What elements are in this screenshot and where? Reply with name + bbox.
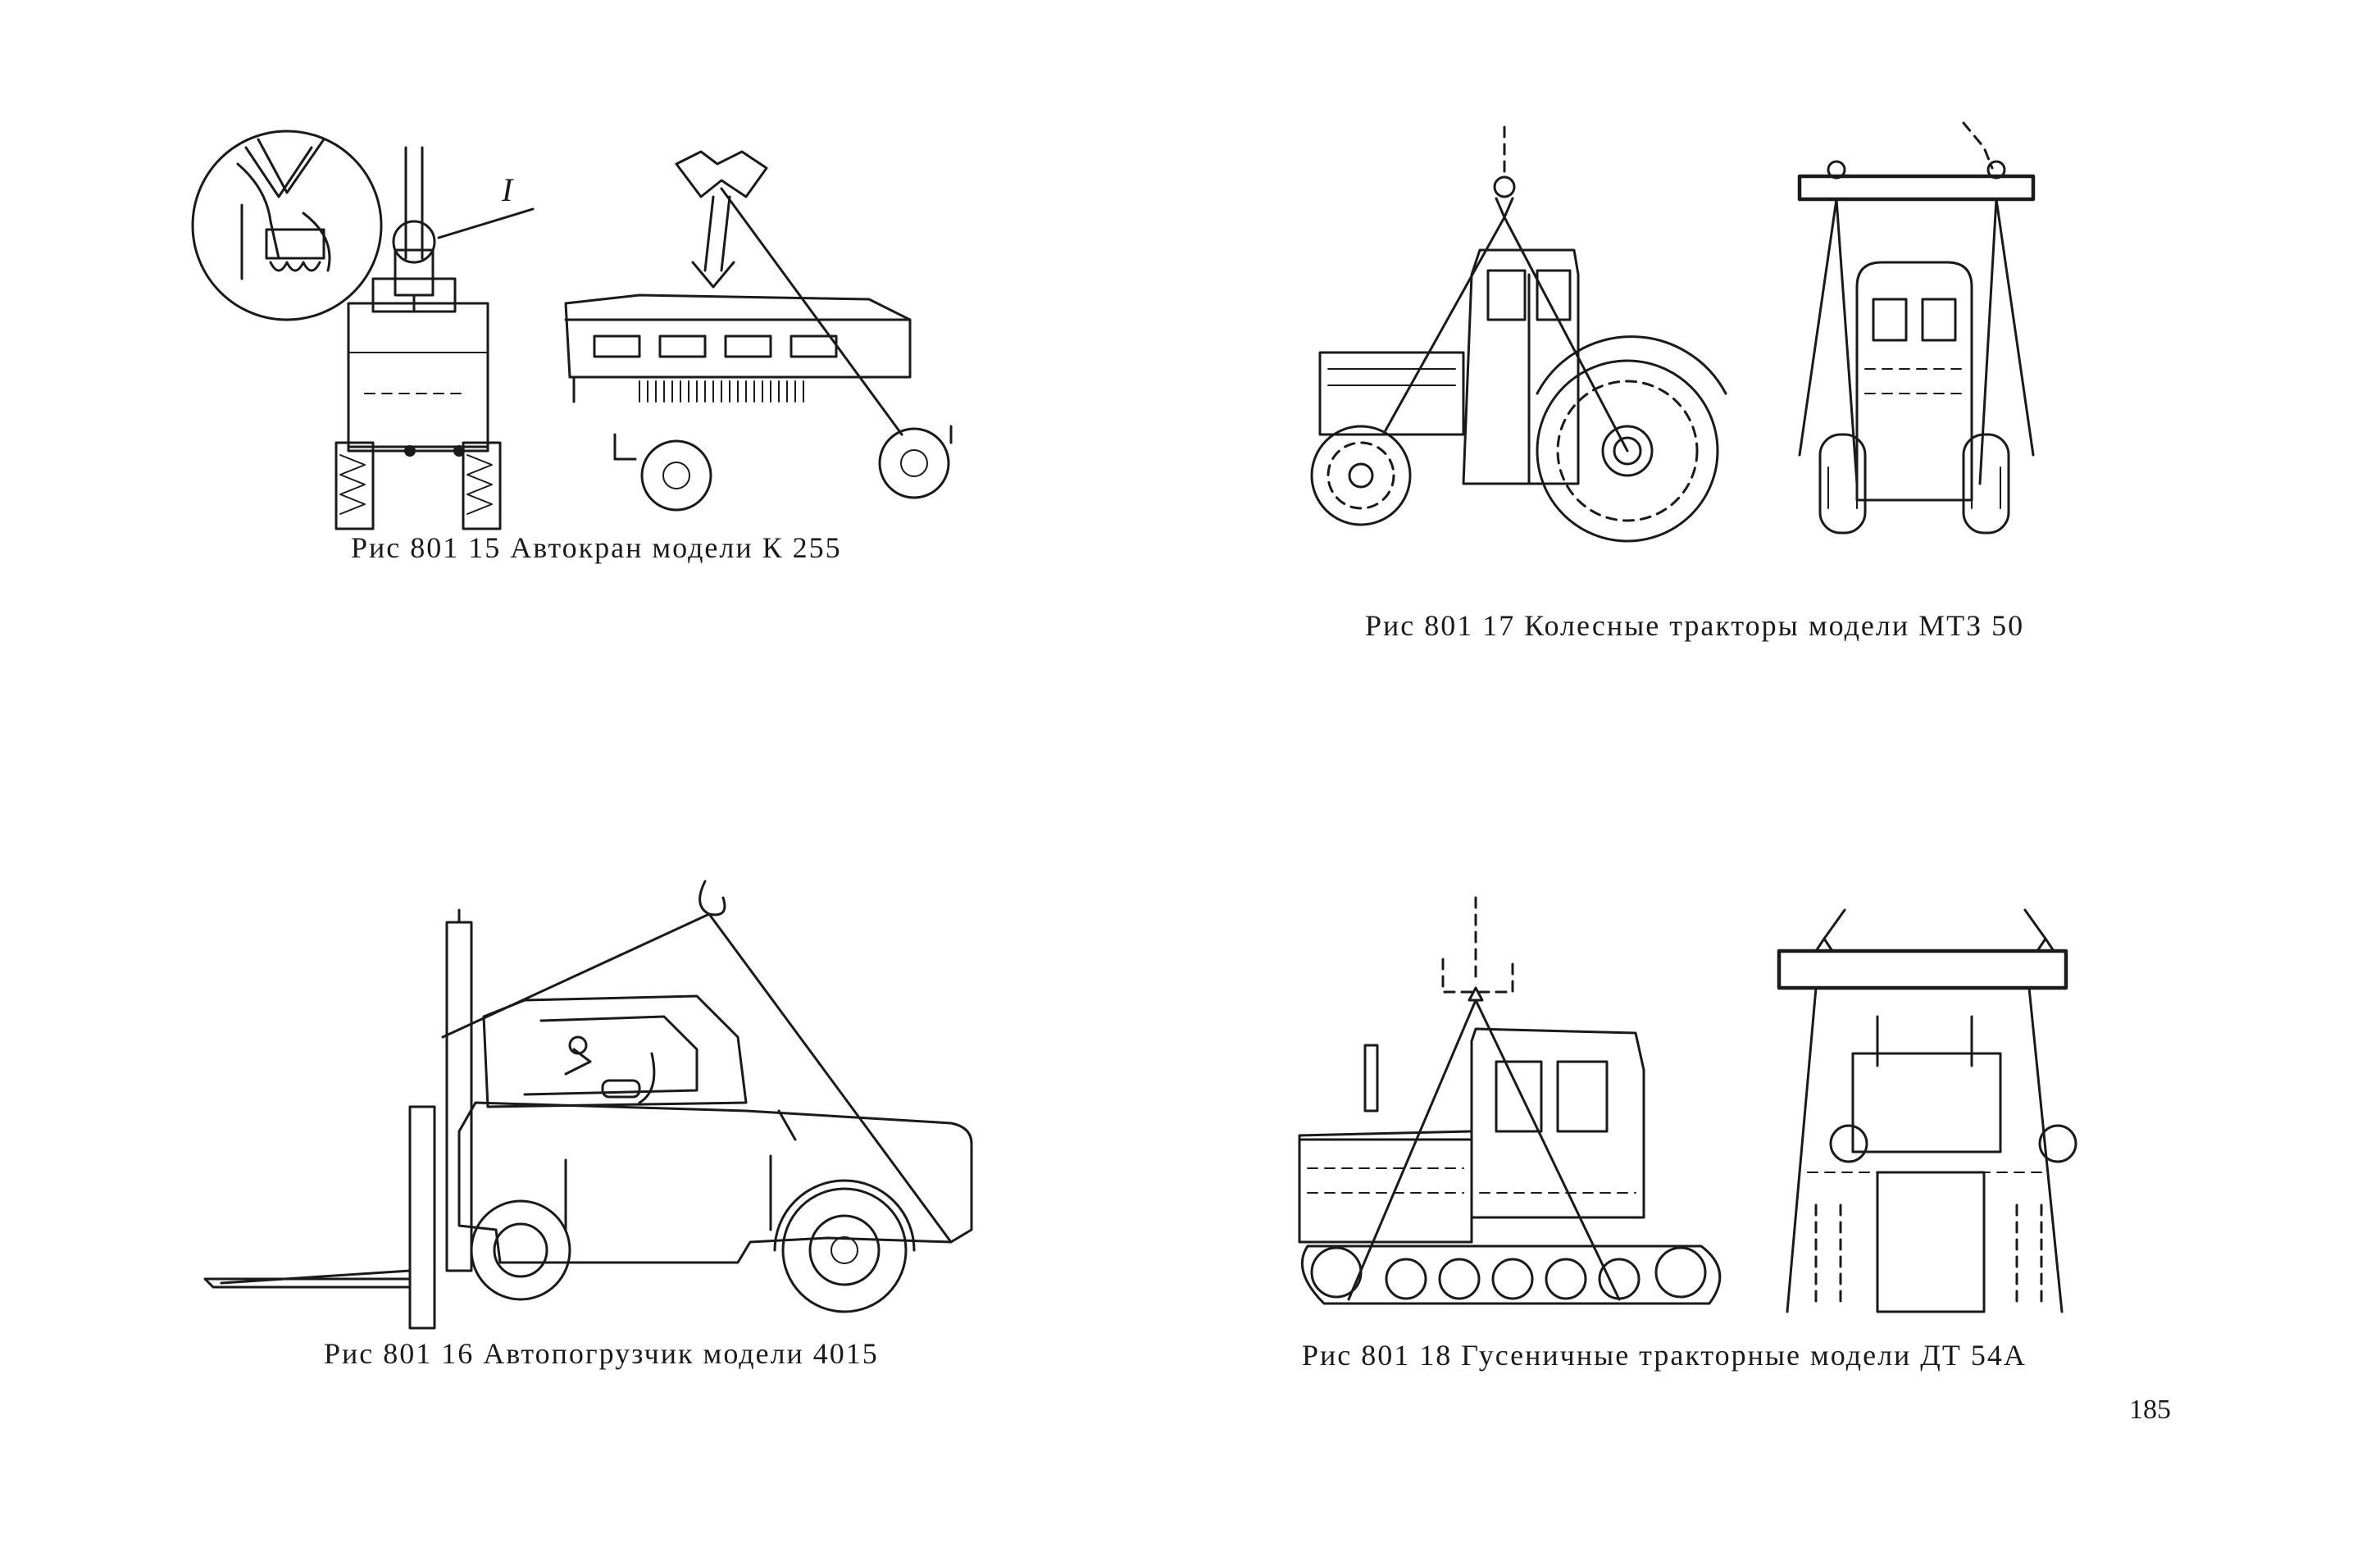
forklift-side-view [205, 881, 972, 1328]
figure-wheeled-tractors [1291, 123, 2070, 549]
figure-caption-801-15: Рис 801 15 Автокран модели К 255 [351, 531, 842, 564]
crawler-rear-view [1779, 910, 2076, 1312]
figure-caption-801-16: Рис 801 16 Автопогрузчик модели 4015 [324, 1337, 879, 1370]
figure-truck-crane [189, 115, 967, 525]
figure-callout-label: I [502, 171, 513, 208]
figure-caption-801-18: Рис 801 18 Гусеничные тракторные модели … [1302, 1339, 2027, 1372]
tractor-front-view [1800, 123, 2033, 533]
page-number: 185 [2129, 1395, 2171, 1425]
figure-forklift [205, 877, 984, 1320]
detail-hook-illustration [193, 131, 381, 320]
crawler-side-view [1299, 898, 1720, 1304]
figure-crawler-tractors [1275, 894, 2078, 1328]
crane-side-view [566, 152, 951, 510]
crane-rear-view [336, 148, 533, 529]
tractor-side-view [1312, 127, 1726, 541]
figure-caption-801-17: Рис 801 17 Колесные тракторы модели МТЗ … [1365, 609, 2025, 642]
